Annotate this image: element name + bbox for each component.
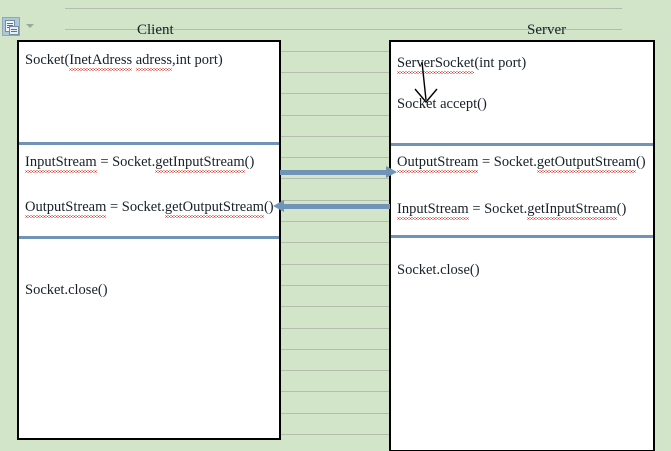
arrow-head-right-icon: [386, 166, 397, 178]
misspelled-outputstream: OutputStream: [397, 154, 479, 172]
gridline: [65, 115, 622, 116]
misspelled-inetadress: InetAdress: [69, 52, 133, 70]
gridline: [65, 51, 622, 52]
gridline: [65, 306, 622, 307]
client-line-get-output-stream: OutputStream = Socket.getOutputStream(): [25, 199, 274, 217]
column-title-server: Server: [527, 22, 567, 38]
text-fragment: (int port): [474, 55, 527, 71]
gridline: [65, 136, 622, 137]
client-line-socket-constructor: Socket(InetAdress adress,int port): [25, 52, 223, 70]
gridline: [65, 370, 622, 371]
gridline: [65, 29, 622, 30]
message-arrow-server-to-client: [284, 204, 390, 209]
misspelled-getoutputstream: getOutputStream: [164, 199, 265, 217]
text-fragment: = Socket.: [478, 154, 537, 170]
gridline: [65, 93, 622, 94]
misspelled-inputstream: InputStream: [397, 201, 469, 219]
client-separator-1: [19, 142, 279, 145]
misspelled-getoutputstream: getOutputStream: [536, 154, 637, 172]
gridline: [65, 349, 622, 350]
gridline: [65, 221, 622, 222]
misspelled-outputstream: OutputStream: [25, 199, 107, 217]
server-line-socket-close: Socket.close(): [397, 263, 480, 278]
misspelled-serversocket: ServerSocket: [397, 55, 475, 73]
server-separator-2: [391, 235, 653, 238]
column-title-client: Client: [137, 22, 174, 38]
accept-flow-arrow-icon: [414, 61, 438, 104]
misspelled-adress: adress: [135, 52, 173, 70]
text-fragment: Socket.close(): [397, 262, 480, 278]
client-separator-2: [19, 236, 279, 239]
server-line-accept: Socket accept(): [397, 97, 487, 112]
gridline: [65, 200, 622, 201]
server-line-get-output-stream: OutputStream = Socket.getOutputStream(): [397, 154, 646, 172]
gridline: [65, 434, 622, 435]
misspelled-getinputstream: getInputStream: [155, 154, 246, 172]
gridline: [65, 285, 622, 286]
gridline: [65, 328, 622, 329]
client-lifeline-box[interactable]: [17, 40, 281, 440]
server-line-serversocket-constructor: ServerSocket(int port): [397, 55, 527, 73]
gridline: [65, 413, 622, 414]
misspelled-getinputstream: getInputStream: [527, 201, 618, 219]
text-fragment: (): [244, 154, 255, 170]
chevron-down-icon[interactable]: [26, 24, 34, 28]
gridline: [65, 157, 622, 158]
gridline: [65, 178, 622, 179]
text-fragment: = Socket.: [96, 154, 156, 170]
server-line-get-input-stream: InputStream = Socket.getInputStream(): [397, 201, 627, 219]
gridline: [65, 8, 622, 9]
gridline: [65, 391, 622, 392]
text-fragment: Socket(: [25, 52, 70, 68]
paste-clipboard-glyph: [9, 26, 19, 35]
text-fragment: (): [616, 201, 627, 217]
gridline: [65, 242, 622, 243]
misspelled-inputstream: InputStream: [25, 154, 97, 172]
text-fragment: Socket accept(): [397, 96, 487, 112]
client-line-get-input-stream: InputStream = Socket.getInputStream(): [25, 154, 255, 172]
text-fragment: ,int port): [172, 52, 223, 68]
client-line-socket-close: Socket.close(): [25, 283, 108, 298]
text-fragment: = Socket.: [468, 201, 528, 217]
text-fragment: = Socket.: [106, 199, 165, 215]
gridline: [65, 264, 622, 265]
text-fragment: Socket.close(): [25, 282, 108, 298]
server-lifeline-box[interactable]: [389, 40, 655, 451]
server-separator-1: [391, 143, 653, 146]
arrow-head-left-icon: [273, 200, 284, 212]
text-fragment: (): [263, 199, 274, 215]
text-fragment: (): [635, 154, 646, 170]
gridline: [65, 72, 622, 73]
message-arrow-client-to-server: [280, 170, 388, 175]
paste-options-icon[interactable]: [2, 17, 20, 36]
